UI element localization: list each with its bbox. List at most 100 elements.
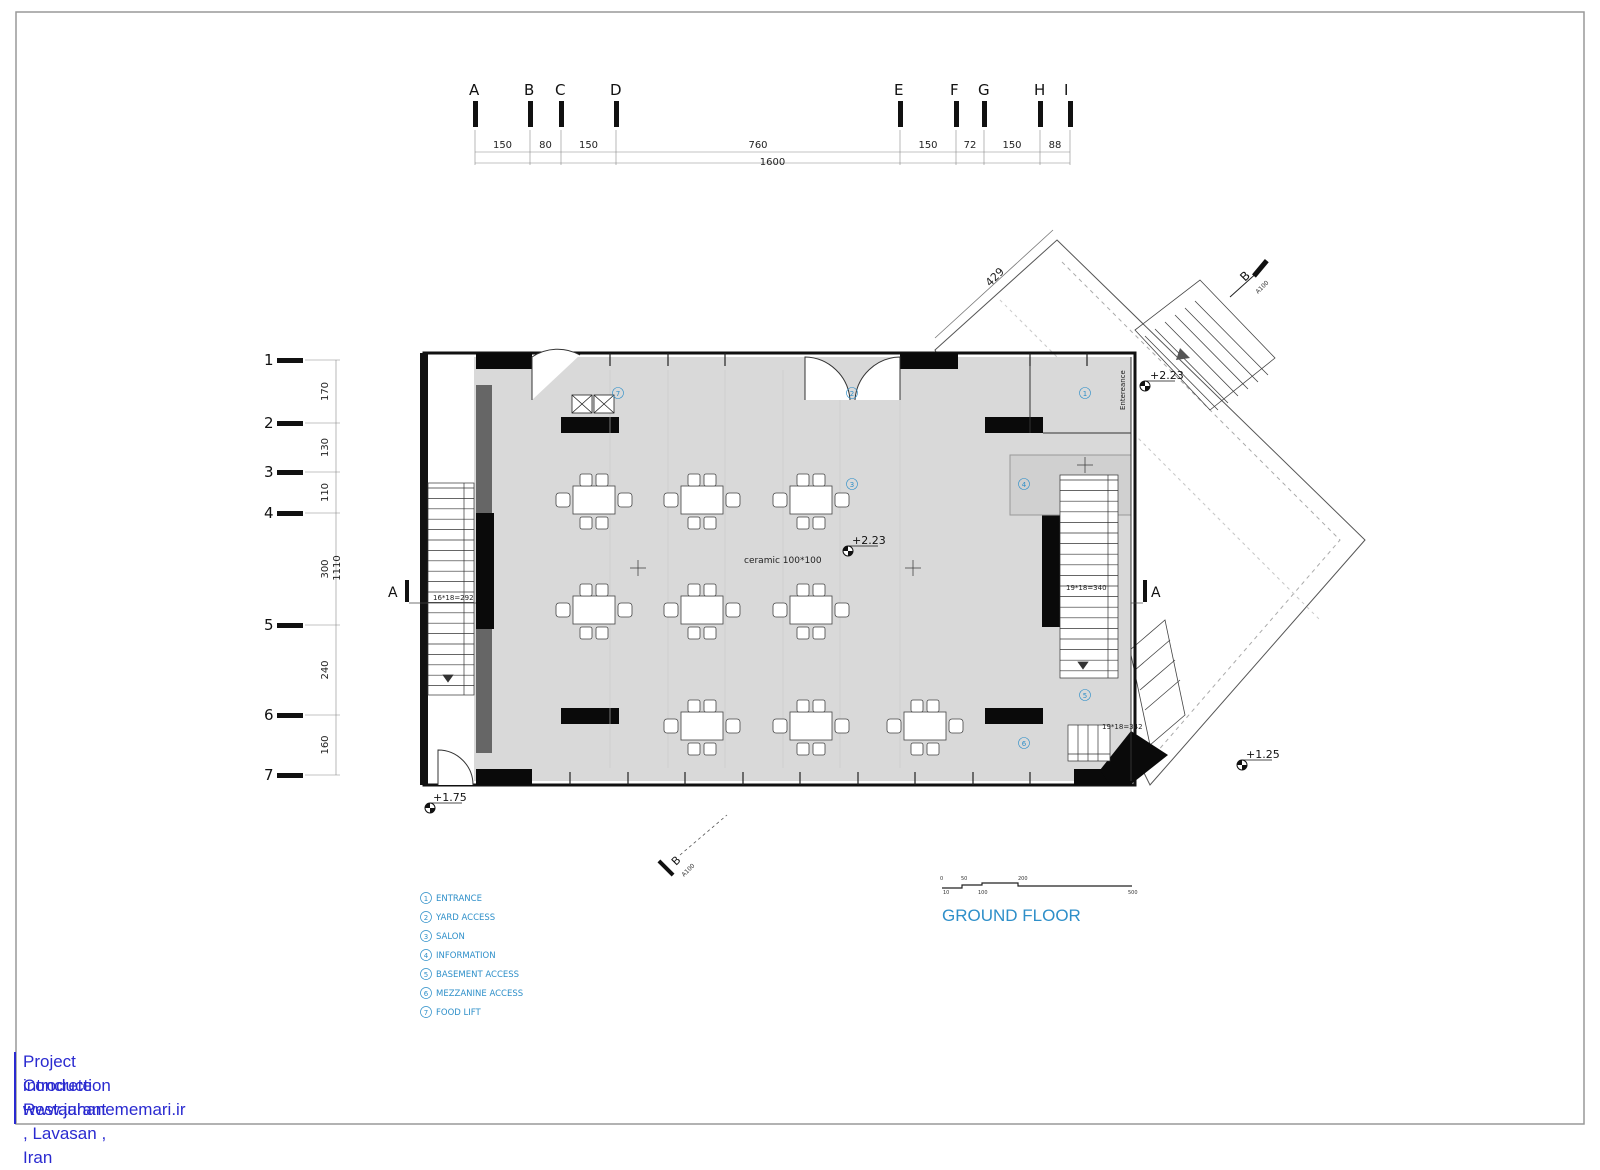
svg-text:7: 7 <box>424 1009 428 1017</box>
section-b-marker-top <box>1252 259 1269 278</box>
caption-line-2: Concrete Restaurant , Lavasan , Iran <box>23 1076 107 1167</box>
floor-tile-lines <box>609 370 901 768</box>
scale-bar <box>942 882 1132 889</box>
level-marker-entrance: +2.23 <box>1139 369 1184 392</box>
light-fixture-icons <box>630 457 1093 576</box>
svg-text:2: 2 <box>424 914 428 922</box>
external-stair-top <box>1134 279 1276 411</box>
row-label: 4 <box>264 504 274 522</box>
legend-item: 2 YARD ACCESS <box>420 911 495 923</box>
structural-columns <box>476 353 1168 785</box>
ramp-dimension: 429 <box>983 265 1007 289</box>
row-label: 5 <box>264 616 274 634</box>
column-label: G <box>978 81 990 99</box>
legend-label: INFORMATION <box>436 951 496 961</box>
space-number: 4 <box>1022 481 1027 489</box>
column-label: H <box>1034 81 1045 99</box>
stair-right <box>1059 474 1119 679</box>
column-spacing: 150 <box>1002 140 1021 151</box>
column-marker <box>982 101 987 127</box>
column-spacing: 72 <box>964 140 977 151</box>
dining-table <box>555 583 633 640</box>
column-label: F <box>950 81 959 99</box>
space-number-bubble <box>1018 737 1030 749</box>
exterior-walls <box>420 351 1137 787</box>
scale-label: 0 <box>940 876 943 882</box>
column-marker <box>473 101 478 127</box>
svg-text:6: 6 <box>424 990 429 998</box>
dining-table <box>772 583 850 640</box>
column-label: A <box>469 81 480 99</box>
legend-label: SALON <box>436 932 465 942</box>
legend-label: FOOD LIFT <box>436 1008 481 1018</box>
row-marker <box>277 421 303 426</box>
svg-text:4: 4 <box>424 952 429 960</box>
svg-text:A: A <box>388 585 398 601</box>
floor-finish-note: ceramic 100*100 <box>744 556 822 566</box>
dining-table <box>555 473 633 530</box>
scale-label: 200 <box>1018 876 1028 882</box>
space-number-bubble <box>1079 387 1091 399</box>
column-total: 1600 <box>760 157 785 168</box>
level-marker-right: +1.25 <box>1236 748 1280 771</box>
column-spacing: 80 <box>539 140 552 151</box>
stair-left <box>427 482 475 696</box>
row-spacing: 300 <box>320 559 331 578</box>
dining-table <box>663 473 741 530</box>
caption-line-3[interactable]: www.jahanememari.ir <box>23 1100 186 1119</box>
section-b-ref-top: A100 <box>1254 279 1270 295</box>
level-marker-bottom-left: +1.75 <box>424 791 467 814</box>
space-number: 6 <box>1022 740 1027 748</box>
row-marker <box>277 713 303 718</box>
row-marker <box>277 511 303 516</box>
external-stair-bottom <box>1129 619 1186 746</box>
column-spacing: 150 <box>493 140 512 151</box>
legend-label: YARD ACCESS <box>435 913 495 923</box>
row-label: 7 <box>264 766 274 784</box>
facade-mullions <box>569 353 1088 785</box>
column-spacing: 760 <box>748 140 767 151</box>
column-marker <box>1038 101 1043 127</box>
sheet-border <box>15 11 1585 1125</box>
row-label: 3 <box>264 463 274 481</box>
svg-text:5: 5 <box>424 971 428 979</box>
ramp-dimension-line <box>934 229 1054 339</box>
space-number: 2 <box>850 390 854 398</box>
dining-table <box>663 699 741 756</box>
stair-arrow-icon <box>1077 661 1089 670</box>
svg-text:A: A <box>1151 585 1161 601</box>
space-number-bubble <box>846 387 858 399</box>
column-spacing: 88 <box>1049 140 1062 151</box>
stair-bottom <box>1067 724 1111 762</box>
row-spacing: 240 <box>320 660 331 679</box>
scale-label: 50 <box>961 876 967 882</box>
caption-line-1: Project introduction <box>23 1052 111 1095</box>
food-lift <box>571 394 615 414</box>
dining-table <box>663 583 741 640</box>
dining-tables <box>555 473 964 756</box>
row-marker <box>277 623 303 628</box>
legend-item: 3 SALON <box>420 930 465 942</box>
legend-item: 4 INFORMATION <box>420 949 496 961</box>
column-marker <box>1068 101 1073 127</box>
space-number-bubble <box>612 387 624 399</box>
column-marker <box>614 101 619 127</box>
caption-accent-bar <box>14 1052 16 1124</box>
stair-arrow-icon <box>1176 348 1190 360</box>
row-label: 1 <box>264 351 274 369</box>
space-number-bubble <box>846 478 858 490</box>
drawing-title: GROUND FLOOR <box>942 906 1081 925</box>
svg-text:+2.23: +2.23 <box>1150 369 1184 382</box>
row-marker <box>277 773 303 778</box>
scale-label: 500 <box>1128 890 1138 896</box>
row-spacing: 160 <box>320 735 331 754</box>
row-marker <box>277 358 303 363</box>
dining-table <box>772 473 850 530</box>
column-label: I <box>1064 81 1068 99</box>
legend-label: ENTRANCE <box>436 894 482 904</box>
row-spacing: 170 <box>320 382 331 401</box>
svg-text:3: 3 <box>424 933 428 941</box>
